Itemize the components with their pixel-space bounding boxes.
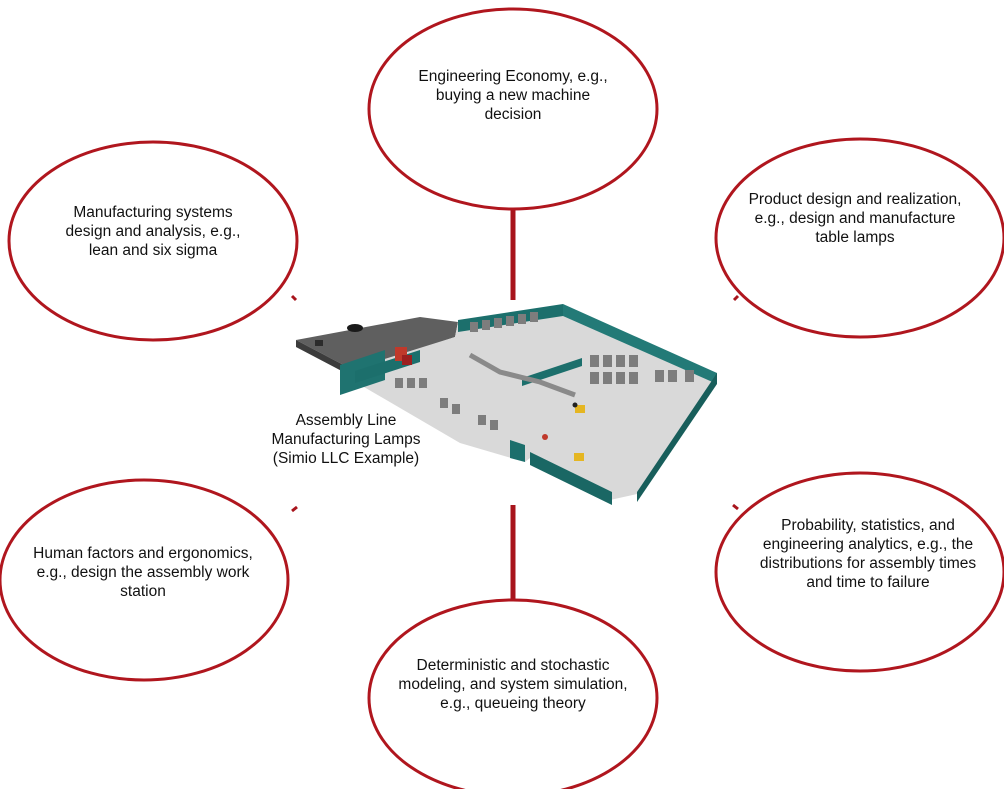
connector-upper-left <box>290 294 298 302</box>
bubble-lower-left <box>0 478 290 682</box>
bubble-upper-right <box>714 137 1004 339</box>
bubble-top <box>367 7 659 211</box>
factory-model-image <box>296 304 717 505</box>
bubble-upper-left <box>7 140 299 342</box>
center-label: Assembly Line Manufacturing Lamps (Simio… <box>271 412 421 467</box>
bubble-upper-left-text: Manufacturing systems design and analysi… <box>65 204 241 259</box>
bubble-top-text: Engineering Economy, e.g., buying a new … <box>418 68 608 123</box>
bubble-lower-right <box>714 471 1004 673</box>
bubble-lower-right-text: Probability, statistics, and engineering… <box>759 517 977 591</box>
bubble-bottom-text: Deterministic and stochastic modeling, a… <box>398 657 628 712</box>
connector-upper-right <box>732 294 740 302</box>
bubble-upper-right-text: Product design and realization, e.g., de… <box>748 191 962 246</box>
bubble-bottom <box>367 598 659 789</box>
connector-lower-left <box>291 505 298 513</box>
connector-lower-right <box>732 503 739 511</box>
bubble-lower-left-text: Human factors and ergonomics, e.g., desi… <box>33 545 253 600</box>
